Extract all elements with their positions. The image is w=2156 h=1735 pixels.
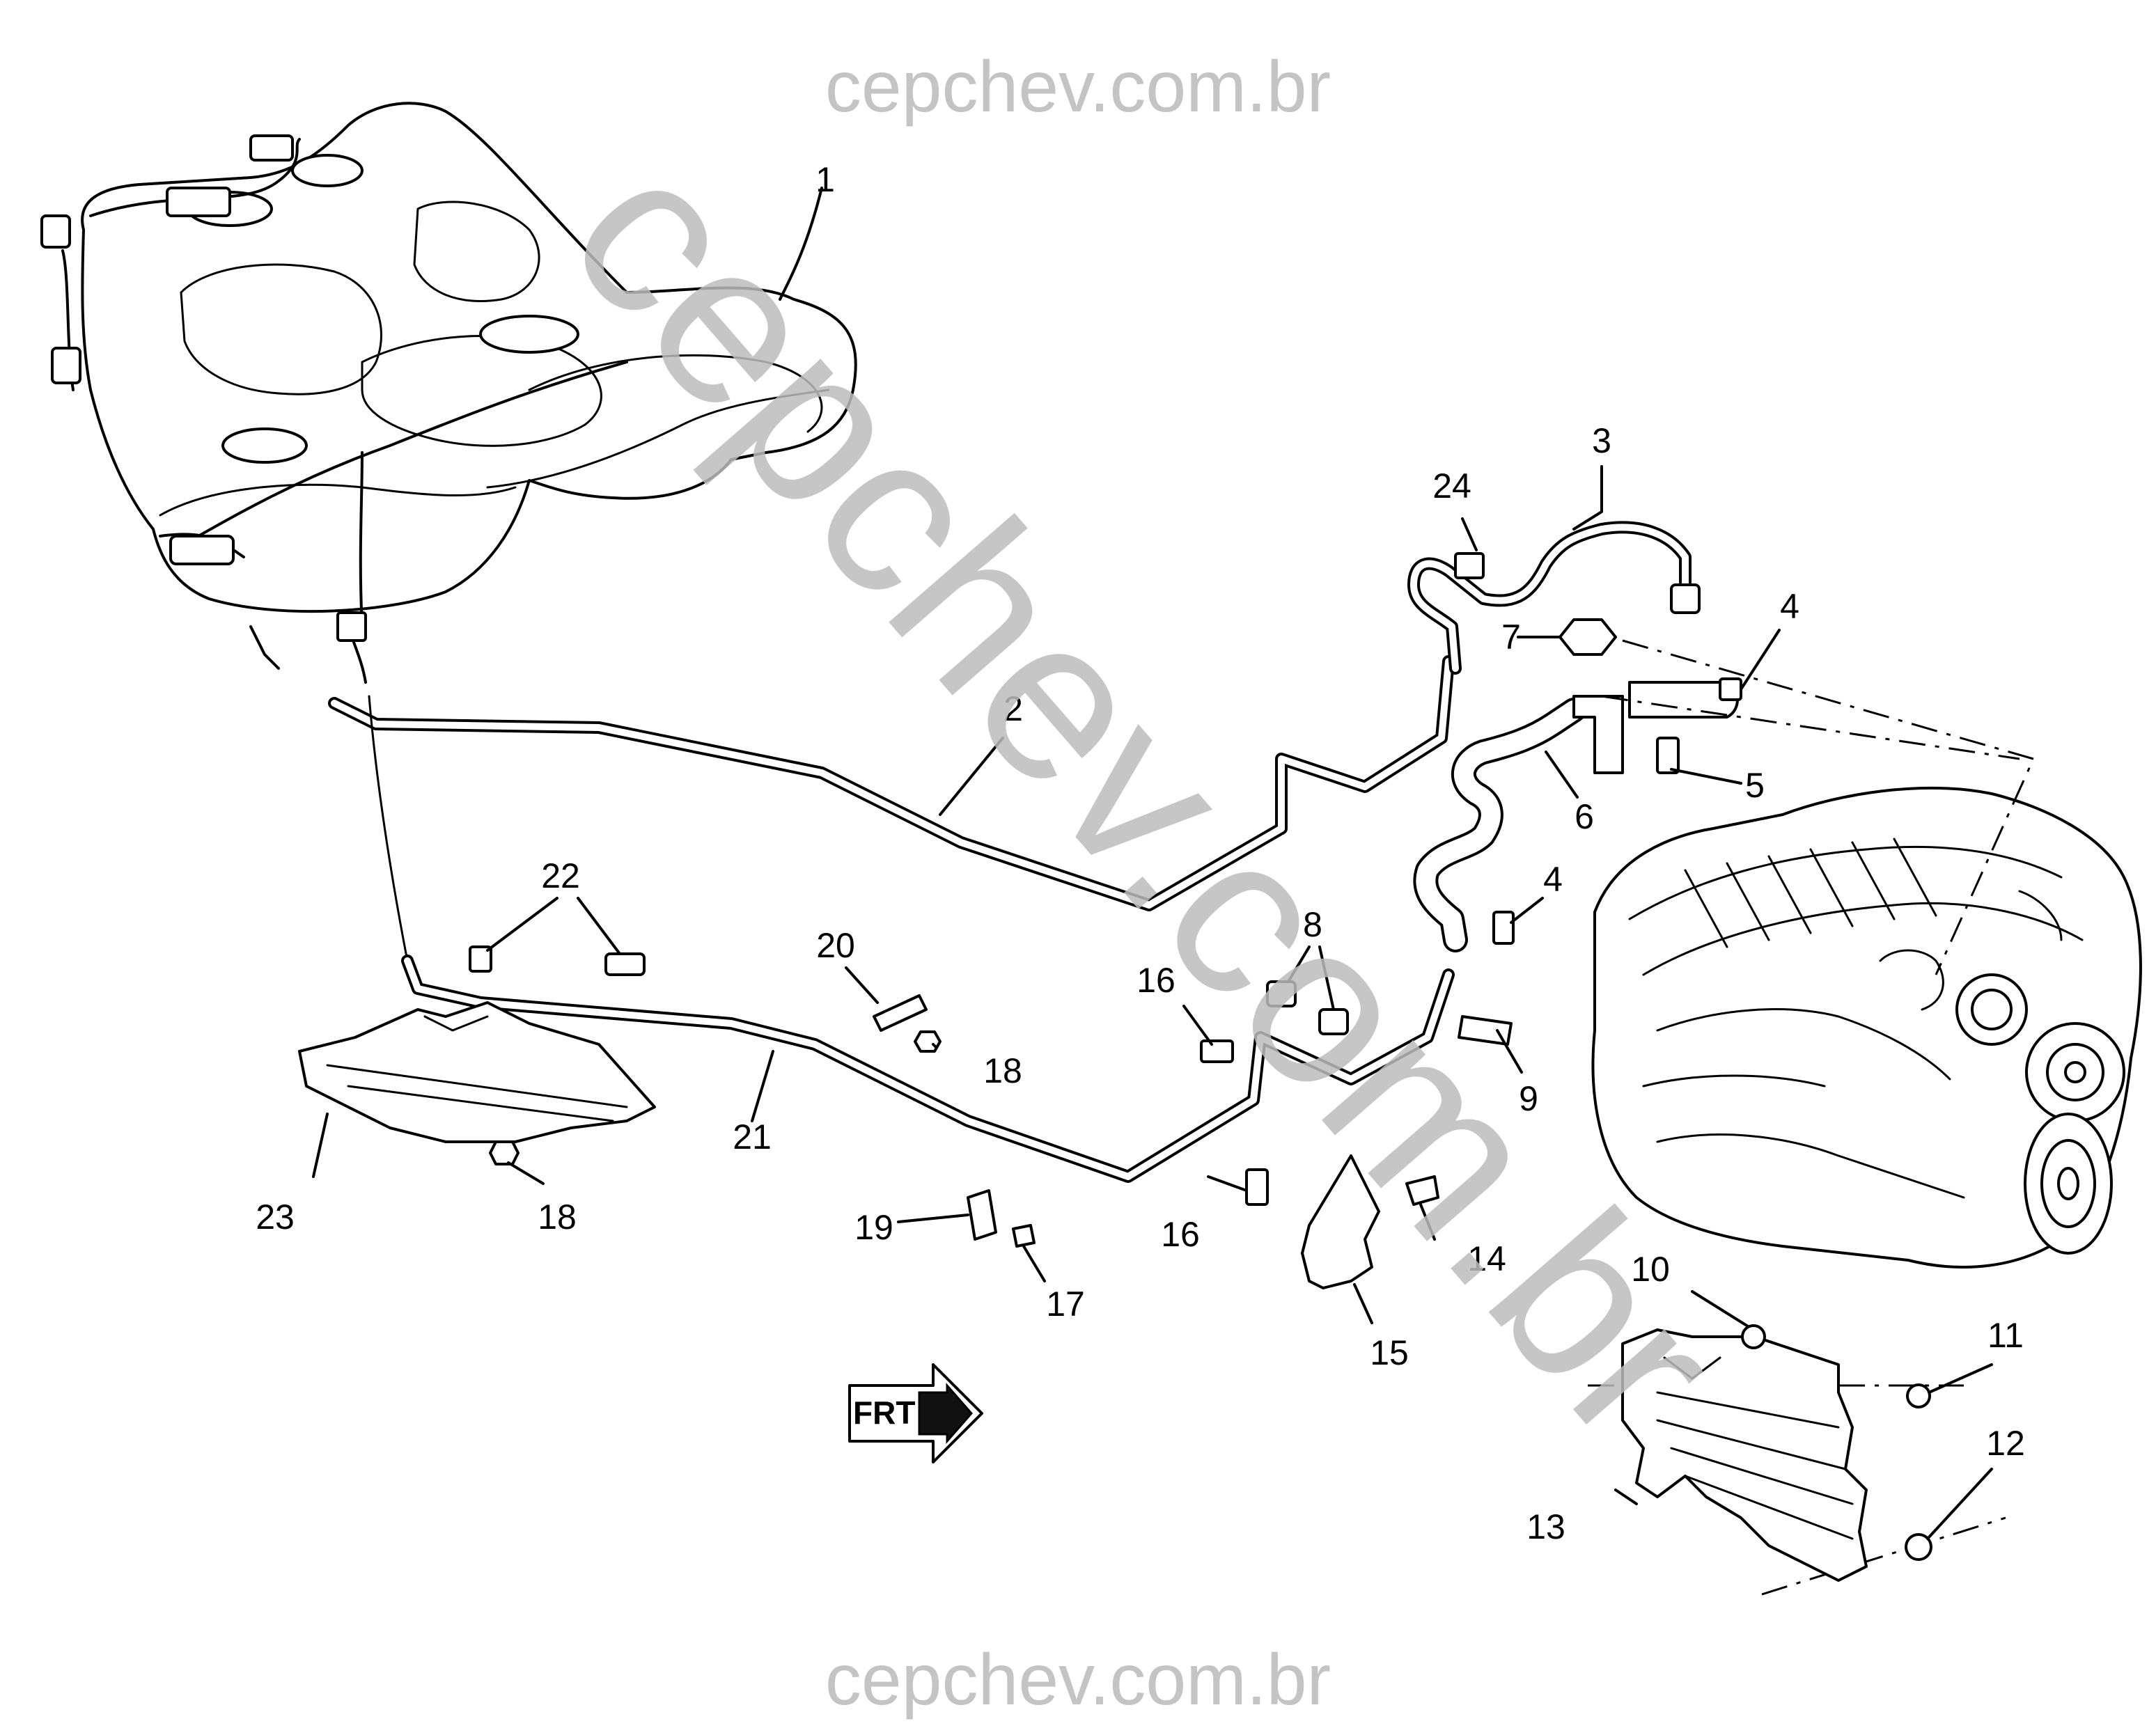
callout-19: 19 bbox=[854, 1208, 893, 1247]
callout-13: 13 bbox=[1526, 1507, 1565, 1546]
callout-15: 15 bbox=[1370, 1333, 1409, 1372]
callout-11: 11 bbox=[1987, 1316, 2024, 1355]
leader-dashed-d bbox=[1761, 1516, 2006, 1596]
watermark-top: cepchev.com.br bbox=[825, 47, 1331, 127]
callout-14: 14 bbox=[1467, 1239, 1506, 1278]
callout-9: 9 bbox=[1519, 1079, 1538, 1118]
underbody-shield bbox=[298, 1001, 656, 1143]
washer bbox=[1905, 1533, 1932, 1561]
leader-dashed-b bbox=[1601, 695, 2020, 760]
callout-18-lower: 18 bbox=[538, 1198, 577, 1237]
callout-18-upper: 18 bbox=[983, 1051, 1022, 1090]
fuel-return-pipe bbox=[368, 695, 1455, 1183]
callout-leaders bbox=[312, 187, 1993, 1540]
callout-4-lower: 4 bbox=[1543, 860, 1563, 899]
callout-3: 3 bbox=[1592, 421, 1611, 460]
bolt bbox=[1012, 1224, 1036, 1248]
nut bbox=[1559, 618, 1617, 656]
clip bbox=[967, 1189, 997, 1241]
washer bbox=[1741, 1324, 1766, 1349]
callout-2: 2 bbox=[1003, 689, 1023, 728]
clip bbox=[1458, 1015, 1513, 1046]
callout-8: 8 bbox=[1303, 905, 1322, 944]
washer bbox=[1906, 1383, 1931, 1408]
clip bbox=[1454, 552, 1485, 579]
callout-12: 12 bbox=[1986, 1424, 2025, 1463]
callout-24: 24 bbox=[1432, 466, 1471, 505]
fuel-hose bbox=[1413, 677, 1742, 952]
fuel-line-upper bbox=[1407, 521, 1701, 675]
clip bbox=[469, 945, 492, 973]
fuel-feed-pipe bbox=[328, 655, 1455, 911]
callout-22: 22 bbox=[541, 856, 580, 895]
front-direction-arrow: FRT bbox=[848, 1363, 983, 1463]
callout-10: 10 bbox=[1631, 1250, 1670, 1289]
front-indicator-label: FRT bbox=[853, 1395, 915, 1431]
bracket bbox=[1301, 1154, 1380, 1289]
heat-shield bbox=[1621, 1328, 1868, 1582]
callout-20: 20 bbox=[816, 926, 855, 965]
callout-7: 7 bbox=[1501, 618, 1521, 657]
clip bbox=[1266, 980, 1297, 1007]
fuel-tank bbox=[40, 102, 857, 684]
engine bbox=[1591, 786, 2142, 1269]
callout-1: 1 bbox=[815, 160, 835, 199]
watermark-bottom: cepchev.com.br bbox=[825, 1640, 1331, 1720]
callout-23: 23 bbox=[256, 1198, 295, 1237]
callout-16-upper: 16 bbox=[1136, 961, 1175, 1000]
callout-6: 6 bbox=[1575, 797, 1594, 836]
clip bbox=[604, 952, 646, 976]
nut bbox=[489, 1140, 520, 1165]
callout-21: 21 bbox=[733, 1117, 772, 1156]
bolt bbox=[1405, 1175, 1439, 1206]
callout-4-upper: 4 bbox=[1780, 587, 1799, 626]
callout-16-lower: 16 bbox=[1161, 1215, 1200, 1254]
clip bbox=[1245, 1168, 1269, 1206]
clip bbox=[1492, 911, 1515, 945]
callout-5: 5 bbox=[1745, 766, 1765, 805]
callout-17: 17 bbox=[1046, 1285, 1085, 1324]
clip bbox=[1200, 1039, 1234, 1063]
clip bbox=[873, 994, 928, 1032]
